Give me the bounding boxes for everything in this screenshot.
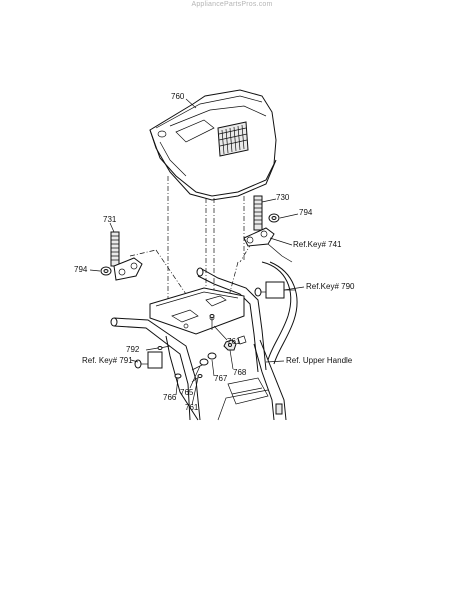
watermark-text: AppliancePartsPros.com <box>191 1 273 8</box>
bracket-left[interactable] <box>113 257 143 281</box>
spring-730[interactable] <box>253 195 263 231</box>
label-792: 792 <box>126 345 140 354</box>
washer-767[interactable] <box>207 352 217 360</box>
label-760: 760 <box>171 92 185 101</box>
vent-grille <box>217 121 249 157</box>
pivot-bolt-790[interactable] <box>254 281 296 299</box>
spring-731[interactable] <box>110 231 120 267</box>
bolt-765[interactable] <box>191 358 209 371</box>
label-ref-791: Ref. Key# 791 <box>82 356 133 365</box>
label-794-top: 794 <box>299 208 313 217</box>
label-730: 730 <box>276 193 290 202</box>
pivot-bolt-791[interactable] <box>134 351 163 369</box>
label-761-lower: 761 <box>185 403 199 412</box>
washer-766[interactable] <box>174 373 182 379</box>
label-766: 766 <box>163 393 177 402</box>
washer-794-left[interactable] <box>100 266 112 276</box>
bracket-741[interactable] <box>243 227 293 263</box>
label-ref-741: Ref.Key# 741 <box>293 240 342 249</box>
label-767: 767 <box>214 374 228 383</box>
label-731: 731 <box>103 215 117 224</box>
handle-frame[interactable] <box>110 261 298 421</box>
leader-lines <box>89 98 305 406</box>
label-768: 768 <box>233 368 247 377</box>
label-ref-790: Ref.Key# 790 <box>306 282 355 291</box>
label-ref-upper-handle: Ref. Upper Handle <box>286 356 353 365</box>
label-765: 765 <box>180 388 194 397</box>
label-794-left: 794 <box>74 265 88 274</box>
nut-768[interactable] <box>223 335 247 351</box>
hood-cover-760[interactable] <box>149 89 277 201</box>
label-761-upper: 761 <box>227 337 241 346</box>
washer-794-right[interactable] <box>268 213 280 223</box>
bolt-761-upper[interactable] <box>209 314 215 331</box>
